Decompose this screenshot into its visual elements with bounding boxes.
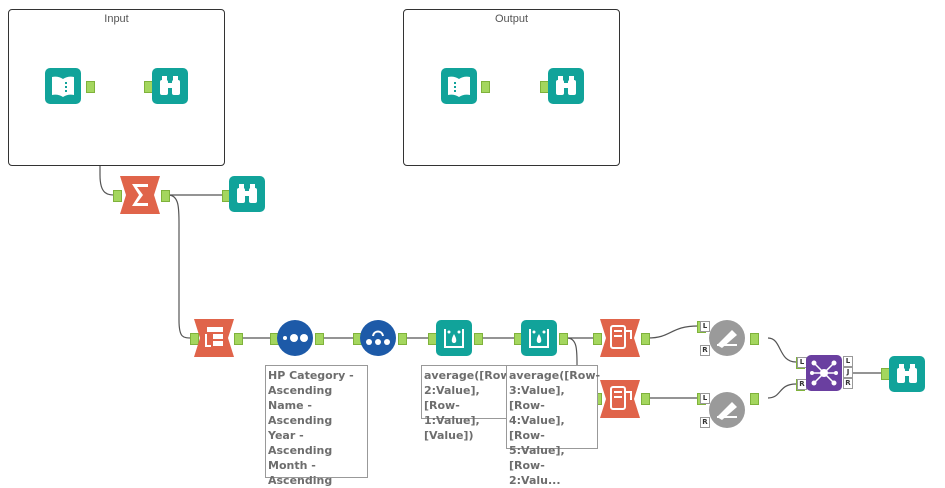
- random-sample-tool-1[interactable]: [709, 320, 745, 356]
- multi-row-formula-tool[interactable]: [360, 320, 396, 356]
- formula-tool-1[interactable]: [436, 320, 472, 356]
- browse-icon: [160, 76, 180, 95]
- formula1-annotation: average([Row-2:Value],[Row-1:Value],[Val…: [421, 365, 515, 442]
- select2-output-anchor[interactable]: [641, 393, 650, 405]
- random-sample-tool-2[interactable]: [709, 392, 745, 428]
- sample1-output-anchor[interactable]: [750, 333, 759, 345]
- sort-tool[interactable]: [194, 319, 234, 357]
- container-title-output: Output: [494, 13, 529, 25]
- browse-icon: [897, 364, 917, 383]
- formula-icon: [444, 329, 464, 348]
- input-data-output-anchor[interactable]: [86, 81, 95, 93]
- select1-input-anchor[interactable]: [593, 333, 602, 345]
- browse-icon: [237, 184, 257, 203]
- summarize-icon: [120, 176, 160, 214]
- sample2-L-label: L: [700, 393, 710, 404]
- select-records-tool-2[interactable]: [600, 380, 640, 418]
- random-sample-icon: [717, 330, 737, 348]
- sample1-L-label: L: [700, 321, 710, 332]
- summarize-input-anchor[interactable]: [113, 190, 122, 202]
- output-data-anchor[interactable]: [481, 81, 490, 93]
- formula2-annotation: average([Row-3:Value],[Row-4:Value],[Row…: [506, 365, 600, 487]
- browse-tool-2[interactable]: [548, 68, 584, 104]
- browse-icon: [556, 76, 576, 95]
- join-J-out-label: J: [843, 367, 853, 378]
- select-records-icon: [600, 319, 640, 357]
- sort-annotation: HP Category - Ascending Name - Ascending…: [265, 365, 368, 487]
- formula-tool-2[interactable]: [521, 320, 557, 356]
- wire-sample1-join: [767, 337, 797, 363]
- output-data-icon: [448, 76, 470, 97]
- record-id-tool[interactable]: [277, 320, 313, 356]
- output-data-tool[interactable]: [441, 68, 477, 104]
- browse-tool-3[interactable]: [229, 176, 265, 212]
- join-icon: [810, 360, 838, 386]
- browse-tool-1[interactable]: [152, 68, 188, 104]
- input-data-icon: [52, 76, 74, 97]
- sample1-R-label: R: [700, 345, 710, 356]
- output-container[interactable]: Output: [403, 9, 620, 166]
- summarize-output-anchor[interactable]: [161, 190, 170, 202]
- formula-icon: [529, 329, 549, 348]
- select-records-icon: [600, 380, 640, 418]
- sort-input-anchor[interactable]: [190, 333, 199, 345]
- wire-summarize-select: [167, 194, 193, 339]
- select-records-tool-1[interactable]: [600, 319, 640, 357]
- browse-tool-4[interactable]: [889, 356, 925, 392]
- wire-sample2-join: [767, 383, 797, 399]
- formula2-output-anchor[interactable]: [559, 333, 568, 345]
- recordid-output-anchor[interactable]: [315, 333, 324, 345]
- join-tool[interactable]: [806, 355, 842, 391]
- join-L-out-label: L: [843, 356, 853, 367]
- wire-select1-sample1: [647, 325, 699, 339]
- record-id-icon: [283, 334, 308, 342]
- formula1-output-anchor[interactable]: [474, 333, 483, 345]
- summarize-tool[interactable]: [120, 176, 160, 214]
- sample2-output-anchor[interactable]: [750, 393, 759, 405]
- container-title-input: Input: [104, 13, 129, 25]
- select1-output-anchor[interactable]: [641, 333, 650, 345]
- input-container[interactable]: Input: [8, 9, 225, 166]
- random-sample-icon: [717, 402, 737, 420]
- sample2-R-label: R: [700, 417, 710, 428]
- multi-row-formula-icon: [366, 330, 390, 345]
- sort-icon: [194, 319, 234, 357]
- input-data-tool[interactable]: [45, 68, 81, 104]
- join-R-out-label: R: [843, 378, 853, 389]
- multirow-output-anchor[interactable]: [398, 333, 407, 345]
- sort-output-anchor[interactable]: [234, 333, 243, 345]
